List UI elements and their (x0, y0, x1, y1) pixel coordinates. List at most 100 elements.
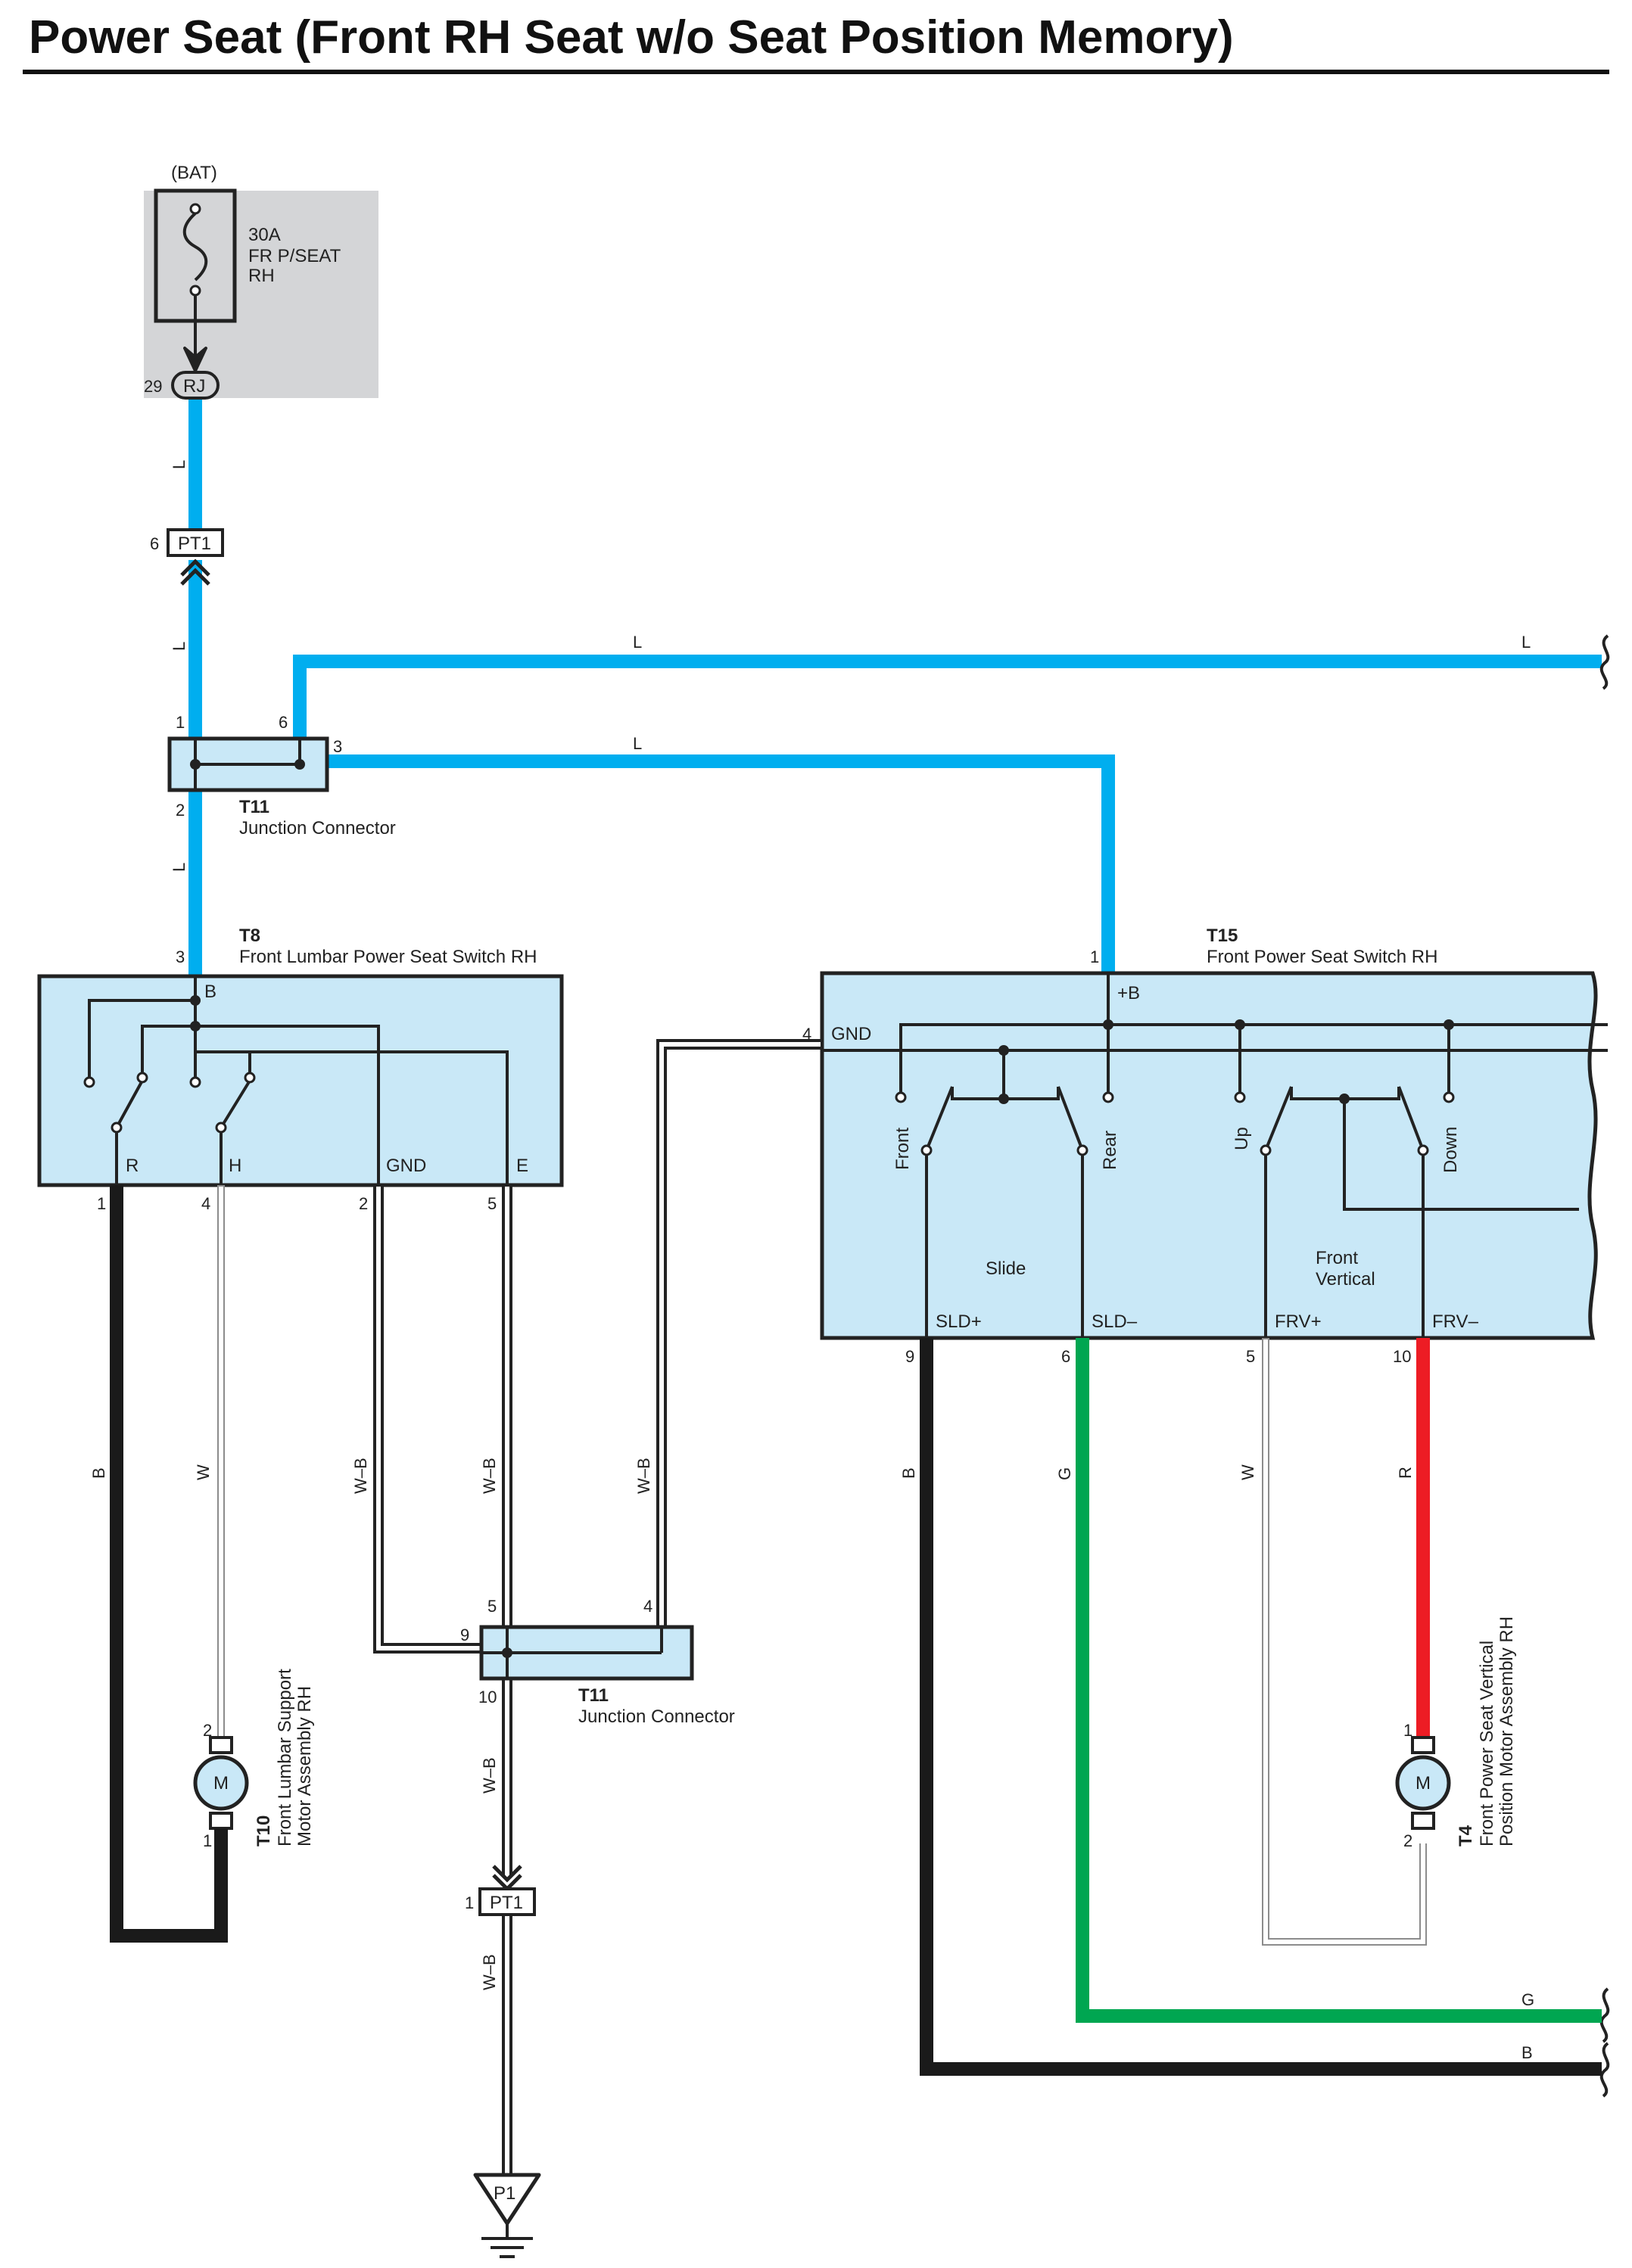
t11-bottom-name: Junction Connector (578, 1706, 735, 1727)
page-title: Power Seat (Front RH Seat w/o Seat Posit… (29, 11, 1234, 64)
t11-top-name: Junction Connector (239, 818, 396, 838)
motor-t4: M 1 2 T4 Front Power Seat Vertical Posit… (1395, 1616, 1517, 1850)
connector-arrow-icon (183, 347, 207, 372)
wire-label-b-2: B (899, 1467, 918, 1479)
t11-top-pin6: 6 (279, 713, 288, 732)
t11-top-pin3: 3 (333, 737, 342, 756)
t8-pin-gnd: 2 (359, 1194, 368, 1213)
wire-label-l-2: L (170, 642, 188, 651)
wire-label-r-1: R (1396, 1467, 1415, 1479)
t15-term-frvm: FRV– (1432, 1311, 1479, 1332)
fuse-element-icon (182, 212, 208, 282)
t11-bottom-pin9: 9 (460, 1626, 469, 1644)
t8-pin-e: 5 (487, 1194, 497, 1213)
t11-top-pin1: 1 (176, 713, 185, 732)
break-mark-l (1599, 634, 1610, 690)
t15-pin-sldm: 6 (1061, 1347, 1070, 1366)
motor-t10: M 2 1 T10 Front Lumbar Support Motor Ass… (193, 1669, 315, 1850)
t8-pin-r: 1 (97, 1194, 106, 1213)
motor-t10-id: T10 (254, 1815, 274, 1846)
motor-t10-pin-top: 2 (203, 1721, 212, 1740)
t15-section-fv-line1: Front (1316, 1248, 1358, 1268)
bat-label: (BAT) (171, 163, 217, 183)
wire-l-t11-pin3-to-t15 (327, 754, 1115, 976)
fuse-name-line1: FR P/SEAT (248, 246, 341, 266)
wire-label-l-5: L (1521, 633, 1531, 652)
title-rule (23, 70, 1609, 74)
fuse-rating: 30A (248, 225, 281, 245)
wire-label-l-6: L (633, 734, 642, 753)
t11-top-id: T11 (239, 797, 269, 817)
motor-t4-pin-top: 1 (1403, 1721, 1412, 1740)
t8-term-gnd: GND (386, 1156, 426, 1176)
t15-name: Front Power Seat Switch RH (1207, 947, 1437, 967)
ground-label: P1 (494, 2183, 515, 2204)
t11-bottom-pin10: 10 (478, 1688, 497, 1706)
fuse-terminal-top (189, 203, 201, 215)
wire-label-b-1: B (89, 1467, 108, 1479)
wire-label-w-1: W (194, 1464, 213, 1480)
wire-label-wb-4: W–B (480, 1757, 499, 1794)
t15-pin-frvm: 10 (1393, 1347, 1411, 1366)
t15-section-slide: Slide (986, 1258, 1026, 1279)
wire-label-wb-5: W–B (480, 1954, 499, 1990)
t8-id: T8 (239, 926, 260, 946)
wire-b-group (110, 1185, 1602, 2076)
t11-bottom-pin5: 5 (487, 1597, 497, 1616)
wire-l-group (188, 400, 1602, 976)
motor-t10-pin-bottom: 1 (203, 1831, 212, 1850)
t15-pin-sldp: 9 (905, 1347, 914, 1366)
pt1-top-label: PT1 (178, 534, 211, 554)
t15-term-sldp: SLD+ (936, 1311, 982, 1332)
wire-label-wb-2: W–B (480, 1458, 499, 1494)
motor-t4-name-line2: Position Motor Assembly RH (1497, 1616, 1517, 1846)
switch-t15: T15 Front Power Seat Switch RH 1 (802, 926, 1608, 1366)
wire-l-t11-pin6-to-right (293, 655, 1602, 742)
wire-label-w-2: W (1238, 1464, 1257, 1480)
chevron-up-icon (180, 558, 210, 586)
pt1-bottom-pin: 1 (465, 1893, 474, 1912)
wire-label-g-2: G (1521, 1990, 1534, 2009)
motor-t4-name-line1: Front Power Seat Vertical (1477, 1641, 1497, 1846)
t15-contact-rear: Rear (1100, 1131, 1120, 1170)
rj-connector (171, 371, 220, 400)
rj-connector-label: RJ (183, 376, 205, 397)
motor-t10-name-line2: Motor Assembly RH (294, 1686, 315, 1846)
motor-t4-symbol: M (1416, 1773, 1431, 1794)
pt1-top-pin: 6 (150, 534, 159, 553)
wire-wb-group (373, 1039, 822, 2179)
t11-top-pin2: 2 (176, 801, 185, 820)
motor-t10-name-line1: Front Lumbar Support (275, 1669, 295, 1846)
ground-triangle-icon (473, 2173, 541, 2226)
wire-label-b-3: B (1521, 2043, 1533, 2062)
t15-top-pin: 1 (1090, 947, 1099, 966)
t15-term-sldm: SLD– (1092, 1311, 1138, 1332)
t8-term-h: H (229, 1156, 241, 1176)
wire-label-wb-3: W–B (634, 1458, 653, 1494)
motor-t4-pin-bottom: 2 (1403, 1831, 1412, 1850)
junction-t11-top: 1 6 3 2 T11 Junction Connector (167, 713, 396, 838)
junction-t11-bottom: 9 5 4 10 T11 Junction Connector (460, 1597, 735, 1727)
t8-term-e: E (516, 1156, 528, 1176)
fuse-shaded-area (144, 191, 378, 398)
wire-label-g-1: G (1055, 1467, 1074, 1480)
t8-term-r: R (126, 1156, 139, 1176)
ground-p1: P1 (473, 2173, 541, 2258)
break-mark-g (1599, 1987, 1610, 2043)
wire-label-wb-1: W–B (351, 1458, 370, 1494)
wire-label-l-4: L (633, 633, 642, 652)
motor-t4-id: T4 (1456, 1825, 1476, 1846)
pt1-bottom-label: PT1 (490, 1893, 523, 1913)
rj-pin: 29 (144, 377, 162, 396)
fuse-block: (BAT) 30A FR P/SEAT RH RJ 29 (144, 163, 378, 400)
t8-top-pin: 3 (176, 947, 185, 966)
break-mark-b (1599, 2042, 1610, 2098)
fuse-terminal-bottom (189, 285, 201, 297)
t15-contact-front: Front (892, 1128, 913, 1170)
t15-id: T15 (1207, 926, 1238, 946)
t15-gnd-pin: 4 (802, 1025, 811, 1044)
t11-bottom-pin4: 4 (643, 1597, 652, 1616)
wire-label-l-1: L (170, 460, 188, 469)
t15-contact-up: Up (1232, 1127, 1252, 1150)
